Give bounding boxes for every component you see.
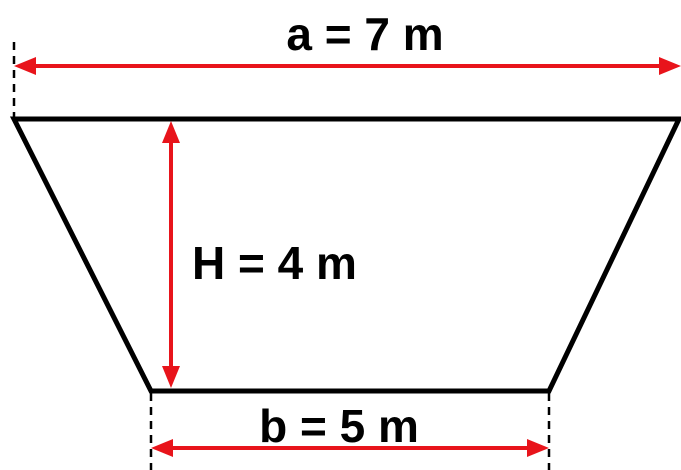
top-width-arrow — [14, 57, 681, 75]
bottom-width-label: b = 5 m — [259, 400, 419, 452]
bottom-width-arrow — [151, 439, 549, 457]
height-label: H = 4 m — [192, 237, 357, 289]
height-arrow — [162, 121, 180, 388]
top-width-label: a = 7 m — [286, 8, 443, 60]
trapezoid-shape — [9, 116, 681, 394]
